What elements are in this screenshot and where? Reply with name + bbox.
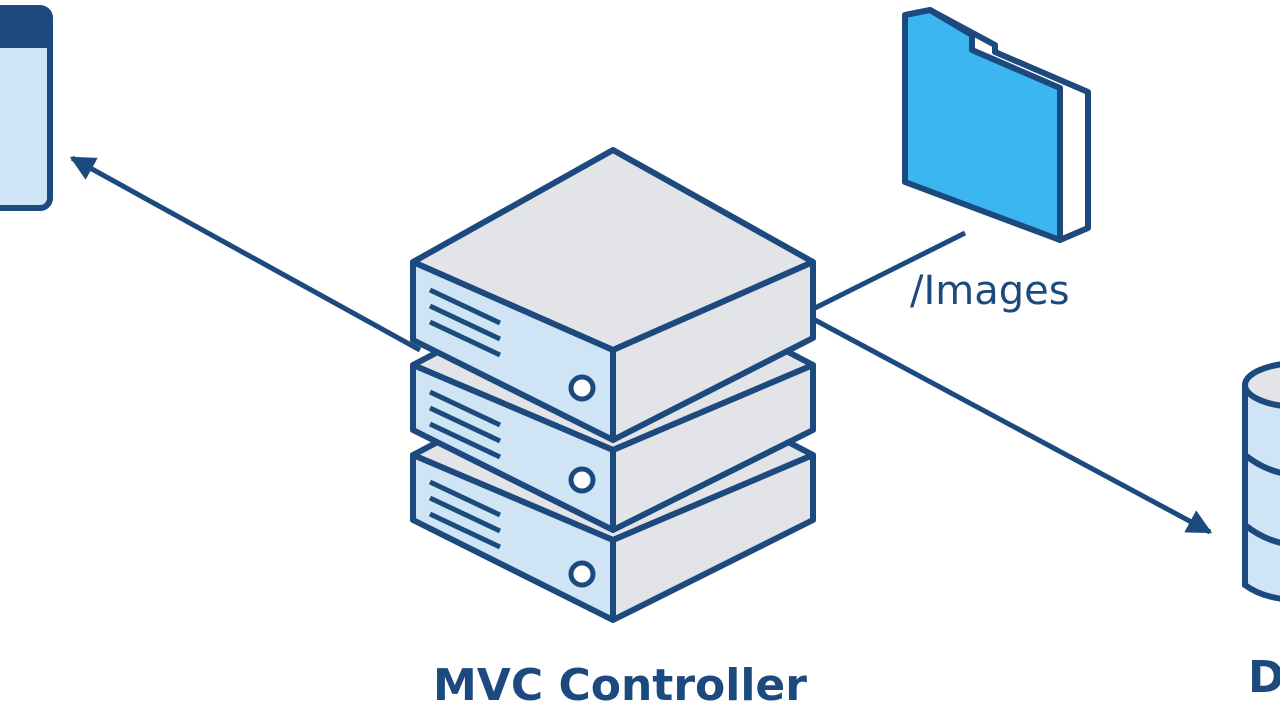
server-stack-icon	[410, 147, 816, 623]
connector-controller-to-images	[813, 230, 967, 311]
database-label-partial: D	[1248, 652, 1280, 703]
server-unit-top	[410, 147, 816, 443]
arrow-controller-to-view	[69, 155, 422, 353]
browser-window-icon	[0, 5, 53, 211]
folder-icon	[902, 7, 1091, 243]
controller-label: MVC Controller	[433, 660, 807, 711]
arrow-controller-to-database	[813, 317, 1213, 535]
images-folder-label: /Images	[910, 268, 1070, 314]
database-icon	[1242, 361, 1280, 602]
